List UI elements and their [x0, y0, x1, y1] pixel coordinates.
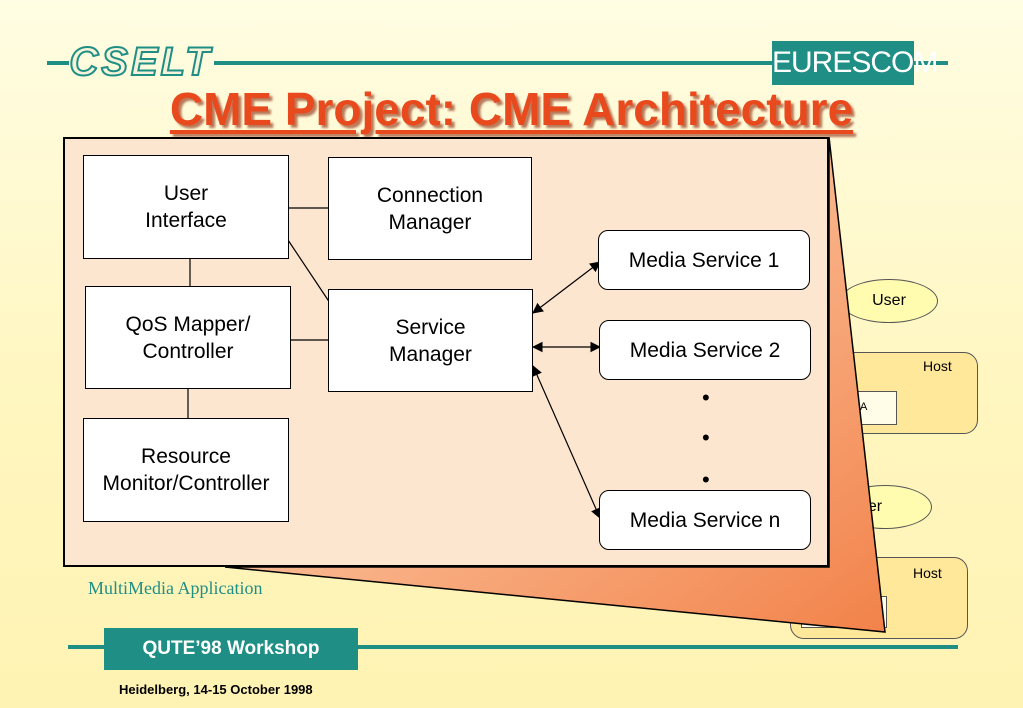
media-service-1-box: Media Service 1 — [598, 230, 810, 290]
media-service-n-box: Media Service n — [599, 490, 811, 550]
link-ui-service — [287, 239, 331, 304]
header-rule-middle — [214, 61, 774, 65]
arrow-service-median — [531, 365, 602, 519]
service-manager-box: Service Manager — [328, 289, 533, 392]
multimedia-application-caption: MultiMedia Application — [88, 578, 263, 598]
inner-box-top-label: A — [860, 401, 868, 413]
user-ellipse-top: User — [840, 279, 938, 323]
footer-date: Heidelberg, 14-15 October 1998 — [119, 682, 313, 697]
qos-mapper-box: QoS Mapper/ Controller — [85, 286, 291, 389]
ellipsis-dot-2: • — [702, 425, 710, 450]
header-rule-left — [47, 61, 69, 65]
user-interface-box: User Interface — [83, 155, 289, 259]
host-label-bottom: Host — [913, 565, 942, 581]
ellipsis-dot-1: • — [702, 385, 710, 410]
resource-monitor-box: Resource Monitor/Controller — [83, 418, 289, 522]
slide-title: CME Project: CME Architecture — [169, 83, 854, 135]
media-service-2-box: Media Service 2 — [599, 320, 811, 380]
host-label-top: Host — [923, 358, 952, 374]
ellipsis-dot-3: • — [702, 467, 710, 492]
cselt-logo: CSELT — [68, 40, 213, 84]
user-ellipse-top-label: User — [872, 292, 906, 309]
connection-manager-box: Connection Manager — [328, 157, 532, 260]
header-rule-right — [912, 61, 948, 65]
arrow-service-media1 — [532, 261, 601, 314]
footer-rule — [68, 645, 958, 649]
workshop-banner: QUTE’98 Workshop — [104, 628, 358, 670]
eurescom-logo: EURESCOM — [772, 41, 938, 85]
zoom-fold — [224, 136, 886, 633]
